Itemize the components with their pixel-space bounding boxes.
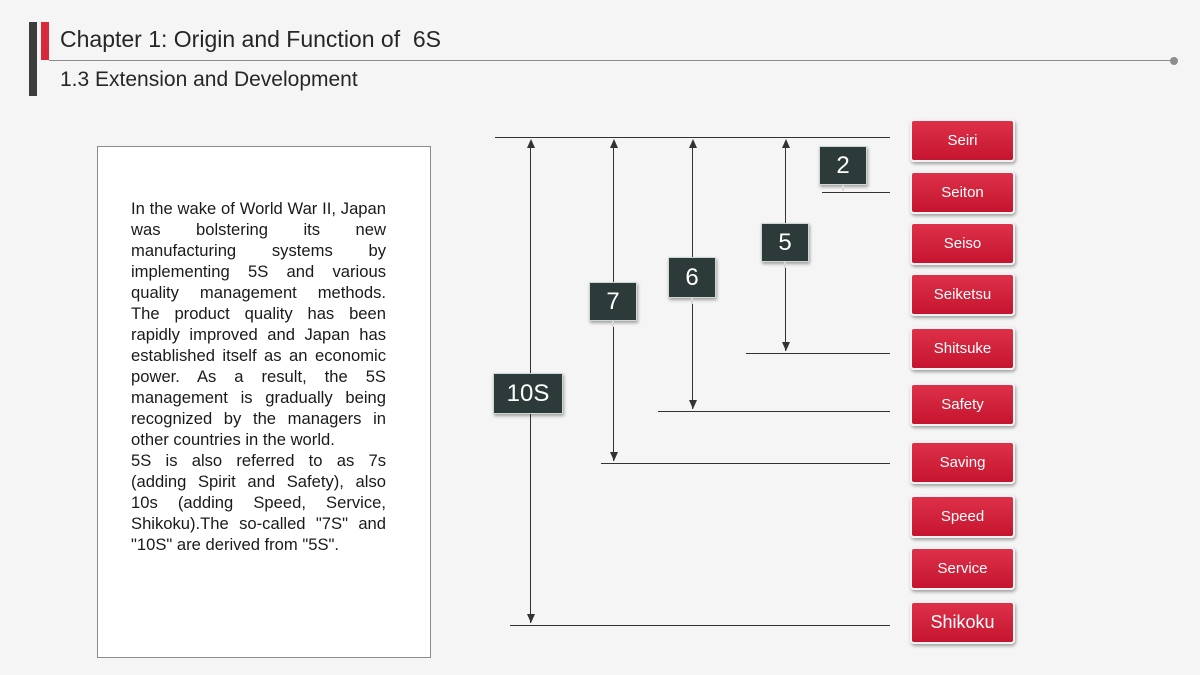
label-10s: 10S bbox=[493, 373, 563, 414]
level-line-shitsuke bbox=[746, 353, 890, 354]
item-shitsuke: Shitsuke bbox=[910, 327, 1015, 370]
title-divider bbox=[49, 60, 1173, 61]
arrow-7s-down-head bbox=[610, 452, 618, 461]
level-line-seiton bbox=[822, 192, 890, 193]
page-title: Chapter 1: Origin and Function of 6S bbox=[60, 26, 441, 52]
item-seiton: Seiton bbox=[910, 171, 1015, 214]
arrow-5s-up-head bbox=[782, 139, 790, 148]
arrow-6s-down-head bbox=[689, 400, 697, 409]
description-text: In the wake of World War II, Japan was b… bbox=[131, 198, 386, 555]
item-seiso: Seiso bbox=[910, 222, 1015, 265]
arrow-5s-down-head bbox=[782, 342, 790, 351]
item-shikoku: Shikoku bbox=[910, 601, 1015, 644]
item-saving: Saving bbox=[910, 441, 1015, 484]
level-line-saving bbox=[601, 463, 890, 464]
item-seiri: Seiri bbox=[910, 119, 1015, 162]
arrow-7s-up-head bbox=[610, 139, 618, 148]
label-7: 7 bbox=[589, 282, 637, 321]
item-safety: Safety bbox=[910, 383, 1015, 426]
label-5-tail bbox=[784, 262, 786, 268]
label-2: 2 bbox=[819, 146, 867, 185]
page-subtitle: 1.3 Extension and Development bbox=[60, 68, 358, 91]
arrow-10s-down-head bbox=[527, 614, 535, 623]
description-textbox: In the wake of World War II, Japan was b… bbox=[97, 146, 431, 658]
description-paragraph-1: In the wake of World War II, Japan was b… bbox=[131, 199, 386, 449]
header-accent-bar-dark bbox=[29, 22, 37, 96]
header-accent-bar-red bbox=[41, 22, 49, 60]
level-line-seiri bbox=[495, 137, 890, 138]
arrow-10s-up-head bbox=[527, 139, 535, 148]
label-2-tail bbox=[842, 185, 844, 191]
arrow-6s-up-head bbox=[689, 139, 697, 148]
item-speed: Speed bbox=[910, 495, 1015, 538]
title-divider-dot bbox=[1170, 57, 1178, 65]
label-6: 6 bbox=[668, 257, 716, 298]
level-line-shikoku bbox=[510, 625, 890, 626]
item-service: Service bbox=[910, 547, 1015, 590]
label-5: 5 bbox=[761, 223, 809, 262]
description-paragraph-2: 5S is also referred to as 7s (adding Spi… bbox=[131, 451, 386, 554]
label-6-tail bbox=[691, 298, 693, 304]
label-7-tail bbox=[612, 321, 614, 327]
item-seiketsu: Seiketsu bbox=[910, 273, 1015, 316]
level-line-safety bbox=[658, 411, 890, 412]
